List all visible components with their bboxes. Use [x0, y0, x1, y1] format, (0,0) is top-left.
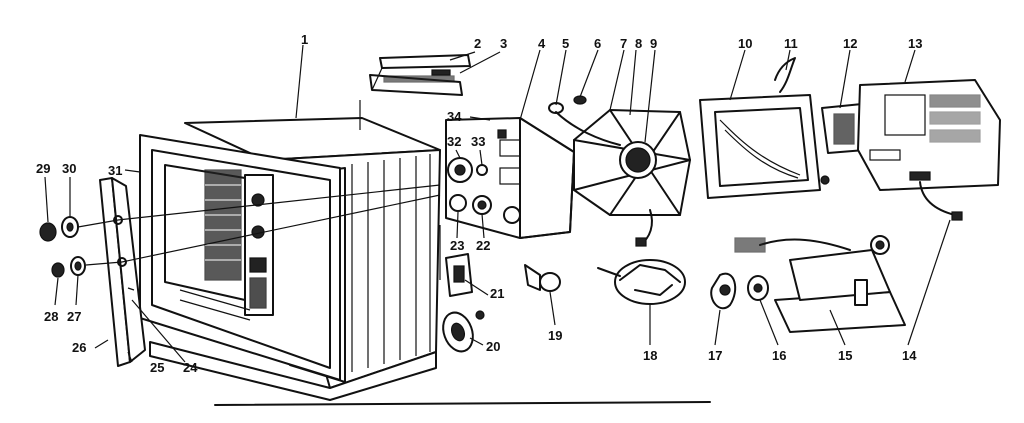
- part-label-1: 1: [301, 32, 308, 47]
- part-label-14: 14: [902, 348, 917, 363]
- part-label-12: 12: [843, 36, 857, 51]
- top-bracket: [369, 54, 471, 96]
- part-label-19: 19: [548, 328, 562, 343]
- part-label-33: 33: [471, 134, 485, 149]
- front-bezel: [139, 134, 341, 381]
- mounting-bracket: [445, 253, 473, 297]
- part-label-34: 34: [447, 109, 462, 124]
- part-label-25: 25: [150, 360, 164, 375]
- crt-frame: [699, 57, 830, 199]
- part-label-18: 18: [643, 348, 657, 363]
- part-label-31: 31: [108, 163, 122, 178]
- part-label-3: 3: [500, 36, 507, 51]
- part-label-13: 13: [908, 36, 922, 51]
- picture-tube: [548, 95, 691, 247]
- control-knob-panel: [99, 177, 146, 367]
- part-label-20: 20: [486, 339, 500, 354]
- part-label-2: 2: [474, 36, 481, 51]
- part-label-28: 28: [44, 309, 58, 324]
- speaker: [442, 310, 485, 353]
- part-label-26: 26: [72, 340, 86, 355]
- part-label-30: 30: [62, 161, 76, 176]
- lower-bracket: [759, 235, 906, 333]
- part-label-16: 16: [772, 348, 786, 363]
- part-label-24: 24: [183, 360, 198, 375]
- part-label-7: 7: [620, 36, 627, 51]
- part-label-10: 10: [738, 36, 752, 51]
- part-label-9: 9: [650, 36, 657, 51]
- tv-chassis: [445, 117, 575, 239]
- part-label-22: 22: [476, 238, 490, 253]
- back-cover: [857, 79, 1001, 216]
- part-label-8: 8: [635, 36, 642, 51]
- part-label-27: 27: [67, 309, 81, 324]
- assembly-leader-lines: [117, 100, 441, 280]
- yoke-clamp: [597, 259, 686, 305]
- baseline-rule: [214, 401, 711, 406]
- part-number-labels: 1 2 3 4 5 6 7 8 9 10 11 12 13 14 15 16 1…: [36, 32, 922, 375]
- part-label-6: 6: [594, 36, 601, 51]
- part-label-23: 23: [450, 238, 464, 253]
- part-label-29: 29: [36, 161, 50, 176]
- power-plug: [951, 211, 963, 221]
- socket: [524, 264, 561, 292]
- part-label-32: 32: [447, 134, 461, 149]
- knob-set: [39, 216, 123, 278]
- flyback-parts: [710, 237, 769, 310]
- part-label-5: 5: [562, 36, 569, 51]
- part-label-15: 15: [838, 348, 852, 363]
- part-label-17: 17: [708, 348, 722, 363]
- part-label-4: 4: [538, 36, 546, 51]
- part-label-21: 21: [490, 286, 504, 301]
- callout-leaders: [44, 44, 951, 363]
- part-label-11: 11: [784, 36, 798, 51]
